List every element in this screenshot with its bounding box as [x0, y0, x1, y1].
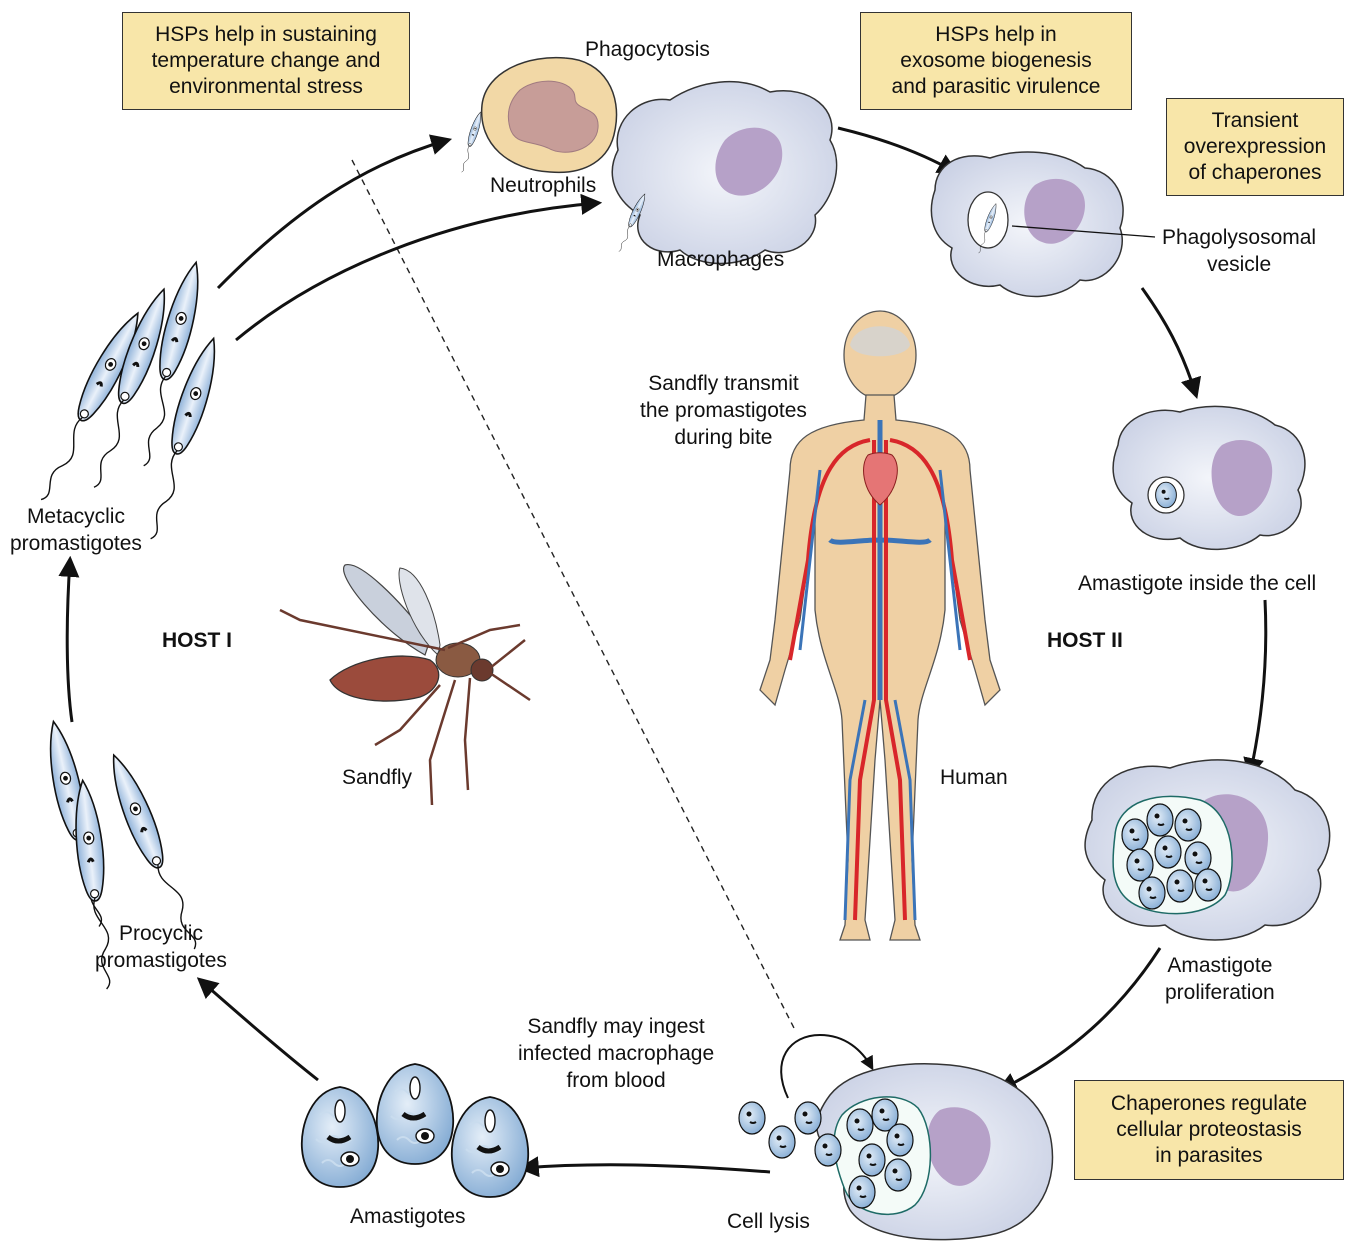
metacyclic-promastigotes-group: [28, 259, 226, 542]
sandfly-ingest-line-1: Sandfly may ingest: [518, 1013, 714, 1040]
sandfly-label: Sandfly: [342, 764, 412, 791]
phagolysosomal-line-2: vesicle: [1162, 251, 1316, 278]
macrophages-label: Macrophages: [657, 246, 784, 273]
procyclic-line-2: promastigotes: [95, 947, 227, 974]
sandfly-ingest-label: Sandfly may ingest infected macrophage f…: [518, 1013, 714, 1094]
neutrophil-cell: [457, 58, 616, 173]
amastigotes-group: [302, 1064, 528, 1197]
arrow-to-metacyclic: [67, 560, 72, 722]
cell-lysis-label: Cell lysis: [727, 1208, 810, 1235]
proliferation-cell: [1085, 760, 1330, 940]
info-box-proteostasis-line-2: cellular proteostasis: [1075, 1117, 1343, 1143]
metacyclic-line-2: promastigotes: [10, 530, 142, 557]
info-box-exosome-line-3: and parasitic virulence: [861, 74, 1131, 100]
proliferation-line-2: proliferation: [1165, 979, 1275, 1006]
human-label: Human: [940, 764, 1008, 791]
arrow-to-phagolysosome: [838, 128, 955, 172]
info-box-transient-line-1: Transient: [1167, 108, 1343, 134]
info-box-transient-overexpression: Transient overexpression of chaperones: [1166, 98, 1344, 196]
procyclic-line-1: Procyclic: [95, 920, 227, 947]
info-box-temperature-line-2: temperature change and: [123, 48, 409, 74]
amastigote-proliferation-label: Amastigote proliferation: [1165, 952, 1275, 1006]
amastigotes-label: Amastigotes: [350, 1203, 466, 1230]
arrow-to-proliferation: [1250, 600, 1266, 775]
amastigote-inside-label: Amastigote inside the cell: [1078, 570, 1316, 597]
info-box-temperature-line-1: HSPs help in sustaining: [123, 22, 409, 48]
metacyclic-label: Metacyclic promastigotes: [10, 503, 142, 557]
info-box-temperature-line-3: environmental stress: [123, 74, 409, 100]
amastigote-inside-cell: [1113, 406, 1305, 549]
arrow-to-neutrophils: [218, 140, 448, 288]
arrow-to-procyclic: [200, 980, 318, 1080]
phagolysosomal-line-1: Phagolysosomal: [1162, 224, 1316, 251]
sandfly-transmit-line-1: Sandfly transmit: [640, 370, 807, 397]
info-box-proteostasis-line-3: in parasites: [1075, 1143, 1343, 1169]
procyclic-label: Procyclic promastigotes: [95, 920, 227, 974]
info-box-transient-line-2: overexpression: [1167, 134, 1343, 160]
info-box-temperature-stress: HSPs help in sustaining temperature chan…: [122, 12, 410, 110]
info-box-exosome-line-2: exosome biogenesis: [861, 48, 1131, 74]
arrow-to-cell-lysis: [1000, 948, 1160, 1090]
arrow-to-amastigote-inside: [1142, 288, 1196, 395]
sandfly-ingest-line-3: from blood: [518, 1067, 714, 1094]
info-box-chaperones-proteostasis: Chaperones regulate cellular proteostasi…: [1074, 1080, 1344, 1180]
sandfly-transmit-line-2: the promastigotes: [640, 397, 807, 424]
arrow-to-amastigotes: [522, 1165, 770, 1172]
sandfly-transmit-line-3: during bite: [640, 424, 807, 451]
metacyclic-line-1: Metacyclic: [10, 503, 142, 530]
info-box-exosome-biogenesis: HSPs help in exosome biogenesis and para…: [860, 12, 1132, 110]
phagolysosomal-label: Phagolysosomal vesicle: [1162, 224, 1316, 278]
phagocytosis-label: Phagocytosis: [585, 36, 710, 63]
info-box-proteostasis-line-1: Chaperones regulate: [1075, 1091, 1343, 1117]
host-i-label: HOST I: [162, 627, 232, 654]
info-box-transient-line-3: of chaperones: [1167, 160, 1343, 186]
neutrophils-label: Neutrophils: [490, 172, 596, 199]
info-box-exosome-line-1: HSPs help in: [861, 22, 1131, 48]
sandfly-ingest-line-2: infected macrophage: [518, 1040, 714, 1067]
sandfly-transmit-label: Sandfly transmit the promastigotes durin…: [640, 370, 807, 451]
host-ii-label: HOST II: [1047, 627, 1123, 654]
proliferation-line-1: Amastigote: [1165, 952, 1275, 979]
macrophage-cell: [612, 82, 836, 264]
phagolysosome-cell: [931, 152, 1155, 296]
